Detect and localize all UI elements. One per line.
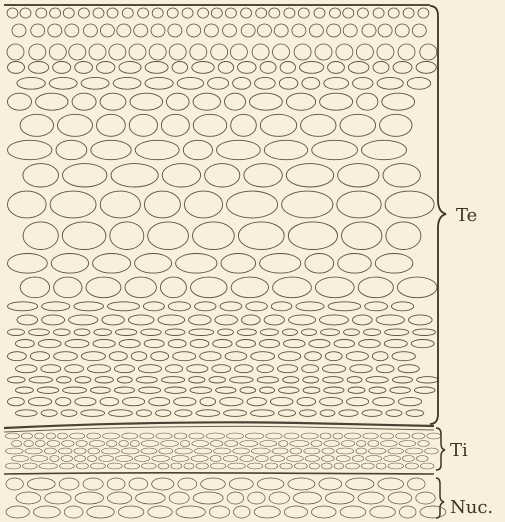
ti-nuc-boundary-line [4, 473, 434, 474]
nuc-label: Nuc. [450, 497, 493, 518]
ti-label: Ti [450, 440, 468, 461]
te-label: Te [456, 205, 477, 226]
